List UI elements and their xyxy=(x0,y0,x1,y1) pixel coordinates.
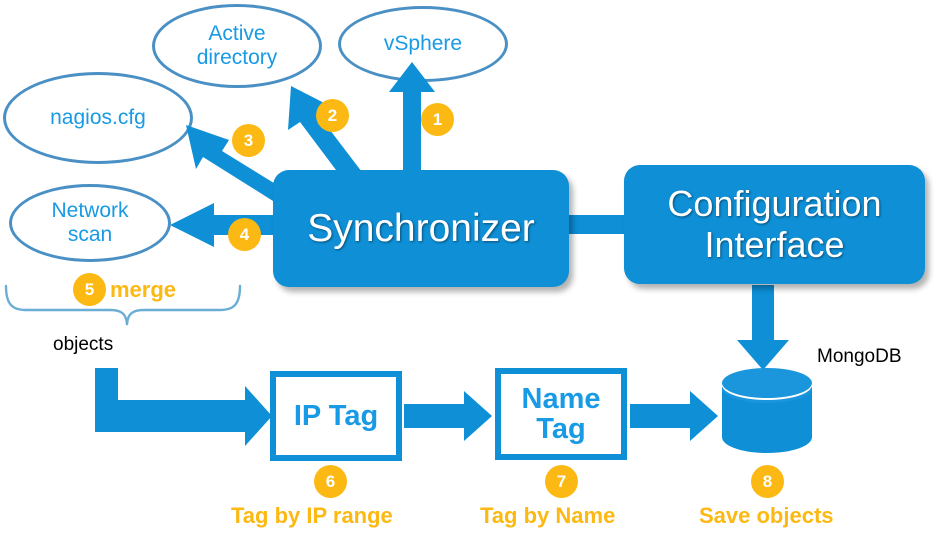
step-badge-4[interactable]: 4 xyxy=(228,218,261,251)
arrow-name-tag-to-mongodb xyxy=(630,391,718,441)
step-badge-7[interactable]: 7 xyxy=(545,465,578,498)
step-badge-4-number: 4 xyxy=(239,224,250,244)
tag-label-name-tag-line1: Name xyxy=(521,382,601,415)
process-box-configuration-interface[interactable]: Configuration Interface xyxy=(624,165,925,284)
tag-box-ip-tag[interactable]: IP Tag xyxy=(270,371,402,461)
tag-label-ip-tag: IP Tag xyxy=(293,399,379,432)
source-label-network-scan-line1: Network xyxy=(51,199,129,223)
caption-save-objects: Save objects xyxy=(699,503,834,528)
arrow-ip-tag-to-name-tag xyxy=(404,391,492,441)
process-label-synchronizer: Synchronizer xyxy=(307,206,535,250)
step-badge-5-number: 5 xyxy=(84,279,95,299)
source-label-vsphere: vSphere xyxy=(383,32,463,56)
step-badge-1[interactable]: 1 xyxy=(421,103,454,136)
step-badge-3[interactable]: 3 xyxy=(232,124,265,157)
step-badge-7-number: 7 xyxy=(556,471,567,491)
caption-tag-by-name: Tag by Name xyxy=(480,503,616,528)
source-label-nagios-cfg: nagios.cfg xyxy=(50,106,146,130)
step-badge-6-number: 6 xyxy=(325,471,336,491)
source-ellipse-network-scan[interactable]: Network scan xyxy=(9,184,171,262)
tag-label-name-tag-line2: Tag xyxy=(536,413,586,445)
label-objects: objects xyxy=(53,334,114,355)
source-ellipse-active-directory[interactable]: Active directory xyxy=(152,4,322,88)
source-label-network-scan-line2: scan xyxy=(67,223,113,246)
step-badge-5[interactable]: 5 xyxy=(73,273,106,306)
arrow-configuration-to-mongodb xyxy=(737,285,789,370)
caption-merge: merge xyxy=(110,277,177,302)
mongodb-cylinder-icon xyxy=(722,368,812,453)
process-label-configuration-interface-line1: Configuration xyxy=(667,183,882,225)
source-ellipse-nagios-cfg[interactable]: nagios.cfg xyxy=(3,72,193,164)
step-badge-3-number: 3 xyxy=(243,130,254,150)
step-badge-8[interactable]: 8 xyxy=(751,465,784,498)
step-badge-8-number: 8 xyxy=(762,471,773,491)
source-ellipse-vsphere[interactable]: vSphere xyxy=(338,6,508,82)
source-label-active-directory-line1: Active xyxy=(208,22,266,46)
step-badge-1-number: 1 xyxy=(432,109,443,129)
step-badge-6[interactable]: 6 xyxy=(314,465,347,498)
caption-tag-by-ip-range: Tag by IP range xyxy=(231,503,393,528)
label-mongodb: MongoDB xyxy=(817,346,902,367)
tag-box-name-tag[interactable]: Name Tag xyxy=(495,368,627,460)
arrow-objects-to-ip-tag xyxy=(95,368,272,446)
process-box-synchronizer[interactable]: Synchronizer xyxy=(273,170,569,287)
step-badge-2-number: 2 xyxy=(327,105,338,125)
source-label-active-directory-line2: directory xyxy=(196,46,278,69)
process-label-configuration-interface-line2: Interface xyxy=(704,223,845,265)
step-badge-2[interactable]: 2 xyxy=(316,99,349,132)
